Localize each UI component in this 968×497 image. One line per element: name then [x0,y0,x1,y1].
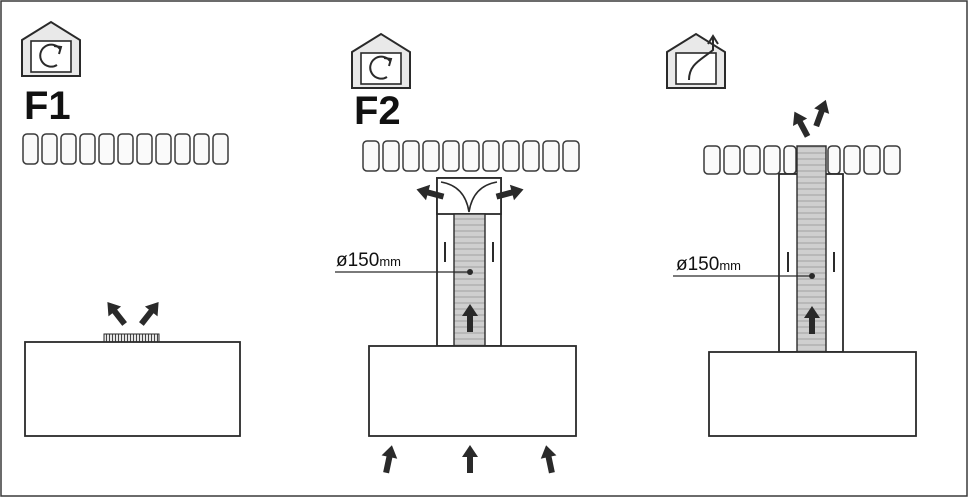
panel-extraction: ø150mm [666,33,917,437]
duct-diameter-label: ø150mm [676,254,741,275]
duct-diameter-label: ø150mm [336,250,401,271]
panel-f2: F2 ø150mm [335,33,580,475]
panel-label-f1: F1 [24,84,71,128]
ceiling-tiles [22,133,229,165]
panel-f1: F1 [21,21,241,437]
hood-body [708,351,917,437]
ceiling-tiles [362,140,580,172]
carbon-filter [103,333,160,343]
ceiling-tiles [703,145,901,175]
panel-label-f2: F2 [354,89,401,133]
hood-body [24,341,241,437]
hood-body [368,345,577,437]
